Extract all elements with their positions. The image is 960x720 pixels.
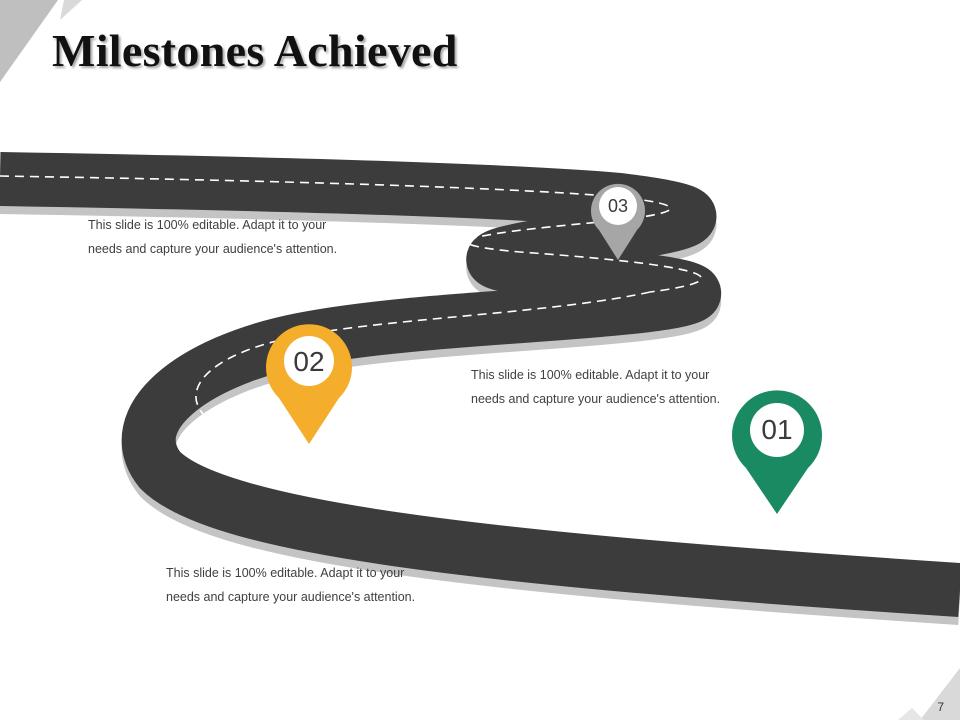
page-number: 7 bbox=[937, 700, 944, 714]
lane-marking-outer bbox=[0, 175, 703, 293]
milestone-pin-03: 03 bbox=[590, 178, 646, 260]
milestone-03-description: This slide is 100% editable. Adapt it to… bbox=[88, 213, 388, 261]
milestone-pin-01: 01 bbox=[732, 384, 822, 514]
corner-accent-top-left-small bbox=[60, 0, 82, 20]
corner-accent-bottom-right-small bbox=[898, 708, 924, 720]
map-pin-icon bbox=[266, 324, 352, 444]
corner-accent-top-left bbox=[0, 0, 58, 82]
milestone-01-description-line-1: This slide is 100% editable. Adapt it to… bbox=[471, 368, 710, 382]
milestone-03-description-line-2: needs and capture your audience's attent… bbox=[88, 242, 338, 256]
map-pin-icon bbox=[732, 390, 822, 514]
slide-title: Milestones Achieved bbox=[52, 25, 458, 76]
milestone-pin-02: 02 bbox=[266, 318, 352, 444]
milestone-03-description-line-1: This slide is 100% editable. Adapt it to… bbox=[88, 218, 327, 232]
milestone-01-description: This slide is 100% editable. Adapt it to… bbox=[471, 363, 771, 411]
corner-accent-bottom-right bbox=[920, 668, 960, 720]
milestone-number-01: 01 bbox=[761, 414, 793, 445]
milestone-number-03: 03 bbox=[607, 196, 629, 216]
milestone-02-description-line-2: needs and capture your audience's attent… bbox=[166, 590, 416, 604]
milestone-number-02: 02 bbox=[293, 346, 325, 377]
milestone-02-description: This slide is 100% editable. Adapt it to… bbox=[166, 561, 466, 609]
milestone-01-description-line-2: needs and capture your audience's attent… bbox=[471, 392, 721, 406]
lane-marking-main bbox=[195, 291, 960, 529]
milestone-02-description-line-1: This slide is 100% editable. Adapt it to… bbox=[166, 566, 405, 580]
map-pin-icon bbox=[591, 183, 645, 260]
